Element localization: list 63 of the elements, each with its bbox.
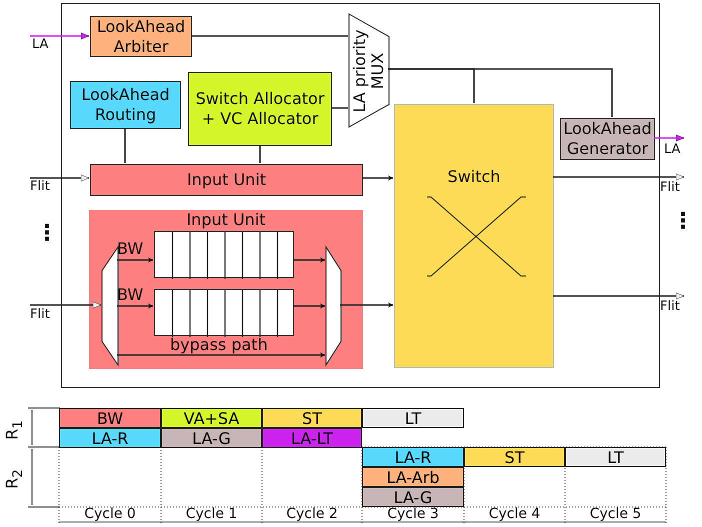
edge-label: Flit: [30, 308, 50, 322]
cycle-label: Cycle 1: [184, 507, 238, 522]
edge-label: bypass path: [170, 337, 268, 353]
cycle-label: Cycle 5: [588, 507, 642, 522]
cycle-label: Cycle 0: [83, 507, 137, 522]
cycle-label: Cycle 2: [285, 507, 339, 522]
arrow: [30, 32, 90, 40]
ellipsis-mark: ⋮: [36, 222, 58, 246]
stage-cell: LA-Arb: [362, 467, 464, 487]
arrow: [30, 302, 102, 308]
input-unit-panel: [89, 210, 363, 369]
block-label: LA priority MUX: [351, 28, 387, 114]
arrow: [117, 303, 154, 309]
arrow: [654, 134, 684, 142]
cycle-label: Cycle 3: [386, 507, 440, 522]
stage-cell: LA-LT: [262, 428, 362, 448]
edge-label: BW: [117, 287, 144, 303]
block-label: Input Unit: [186, 210, 266, 230]
edge-label: Flit: [660, 181, 680, 195]
demux-trapezoid: [102, 247, 118, 365]
mux-trapezoid: [349, 14, 389, 127]
edge-label: Flit: [660, 300, 680, 314]
arrow: [293, 257, 326, 263]
router-outline: [61, 3, 660, 388]
stage-cell: BW: [59, 408, 161, 428]
connector-line: [388, 68, 613, 117]
arrow: [293, 303, 326, 309]
arbiter-box: LookAhead Arbiter: [90, 16, 192, 57]
connector-line: [259, 145, 261, 163]
buffer-queue: [154, 289, 294, 336]
edge-label: Flit: [30, 180, 50, 194]
allocator-box: Switch Allocator + VC Allocator: [188, 72, 332, 146]
arrow: [30, 174, 90, 182]
arrow: [117, 257, 154, 263]
stage-cell: ST: [464, 447, 565, 467]
arrow: [340, 302, 394, 308]
block-label: Switch: [448, 167, 500, 187]
stage-cell: VA+SA: [161, 408, 262, 428]
stage-cell: LA-R: [59, 428, 161, 448]
arrow: [553, 174, 684, 180]
arrow: [117, 352, 326, 358]
switch-box: [394, 104, 554, 368]
stage-cell: ST: [262, 408, 362, 428]
mux-trapezoid: [326, 247, 341, 365]
buffer-queue: [154, 231, 294, 278]
ellipsis-mark: ⋮: [672, 210, 694, 234]
generator-box: LookAhead Generator: [560, 118, 655, 160]
arrow: [553, 292, 684, 300]
stage-cell: LT: [565, 447, 666, 467]
connector-line: [331, 107, 348, 109]
arrow: [362, 175, 394, 181]
edge-label: LA: [32, 38, 48, 52]
stage-cell: LA-G: [362, 487, 464, 507]
connector-line: [124, 128, 126, 163]
stage-cell: LT: [362, 408, 464, 428]
cycle-label: Cycle 4: [488, 507, 542, 522]
input-unit-bar: Input Unit: [90, 164, 363, 196]
edge-label: BW: [117, 241, 144, 257]
stage-cell: LA-R: [362, 447, 464, 467]
edge-label: LA: [664, 143, 680, 157]
stage-cell: LA-G: [161, 428, 262, 448]
routing-box: LookAhead Routing: [70, 81, 181, 129]
connector-line: [191, 35, 348, 37]
